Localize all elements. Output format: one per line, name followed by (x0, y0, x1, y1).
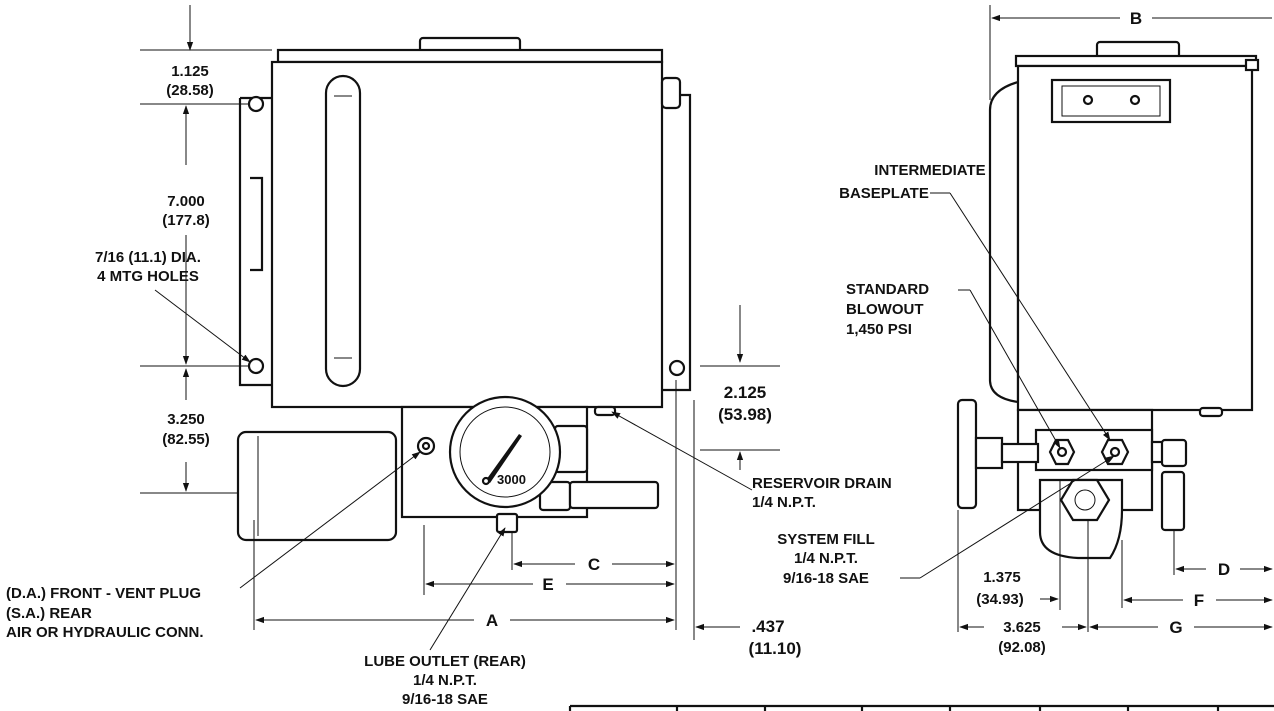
lube-label-2: 1/4 N.P.T. (413, 672, 477, 689)
label-a: A (486, 611, 498, 630)
drain-label-2: 1/4 N.P.T. (752, 494, 816, 511)
baseplate-label-2: BASEPLATE (839, 185, 929, 202)
pressure-gauge (448, 395, 562, 509)
label-d: D (1218, 560, 1230, 579)
fill-label-2: 1/4 N.P.T. (794, 550, 858, 567)
vent-label-1: (D.A.) FRONT - VENT PLUG (6, 585, 201, 602)
label-g: G (1169, 618, 1182, 637)
outlet-fitting (568, 480, 660, 510)
drain-label-1: RESERVOIR DRAIN (752, 475, 892, 492)
lube-label-1: LUBE OUTLET (REAR) (364, 653, 526, 670)
dim-1375-mm: (34.93) (976, 591, 1024, 608)
dim-height: 7.000 (167, 193, 205, 210)
label-f: F (1194, 591, 1204, 610)
dim-bottom-mm: (82.55) (162, 431, 210, 448)
dim-top: 1.125 (171, 63, 209, 80)
blowout-label-1: STANDARD (846, 281, 929, 298)
dim-3625: 3.625 (1003, 619, 1041, 636)
dim-top-mm: (28.58) (166, 82, 214, 99)
dim-1375: 1.375 (983, 569, 1021, 586)
mounting-hole (247, 95, 265, 113)
side-body (1016, 64, 1254, 412)
blowout-label-2: BLOWOUT (846, 301, 923, 318)
vent-label-2: (S.A.) REAR (6, 605, 92, 622)
mounting-hole (668, 359, 686, 377)
air-cylinder (236, 430, 398, 542)
fill-label-3: 9/16-18 SAE (783, 570, 869, 587)
front-view: 3000 1.125 (28.58) 7.000 (177.8) 7/16 (1… (6, 5, 892, 708)
side-view: B INTERMEDIATE (777, 5, 1273, 656)
dim-offset: .437 (751, 617, 784, 636)
mtg-holes-label-1: 7/16 (11.1) DIA. (95, 249, 201, 266)
gauge-reading: 3000 (497, 472, 526, 487)
gauge-needle (486, 434, 522, 483)
sight-glass (324, 74, 362, 388)
dim-drain-mm: (53.98) (718, 405, 772, 424)
dim-offset-mm: (11.10) (749, 639, 802, 658)
lube-label-3: 9/16-18 SAE (402, 691, 488, 708)
blowout-label-3: 1,450 PSI (846, 321, 912, 338)
dim-height-mm: (177.8) (162, 212, 210, 229)
label-c: C (588, 555, 600, 574)
vent-label-3: AIR OR HYDRAULIC CONN. (6, 624, 204, 641)
label-b: B (1130, 9, 1142, 28)
dim-3625-mm: (92.08) (998, 639, 1046, 656)
dim-drain: 2.125 (724, 383, 767, 402)
dimension-table (568, 704, 1274, 711)
dim-bottom: 3.250 (167, 411, 205, 428)
mtg-holes-label-2: 4 MTG HOLES (97, 268, 199, 285)
lid-rim (276, 48, 664, 64)
drain-plug (593, 405, 617, 417)
label-e: E (542, 575, 553, 594)
side-handle (1050, 78, 1172, 124)
mounting-hole (247, 357, 265, 375)
baseplate-label-1: INTERMEDIATE (874, 162, 985, 179)
fill-label-1: SYSTEM FILL (777, 531, 875, 548)
